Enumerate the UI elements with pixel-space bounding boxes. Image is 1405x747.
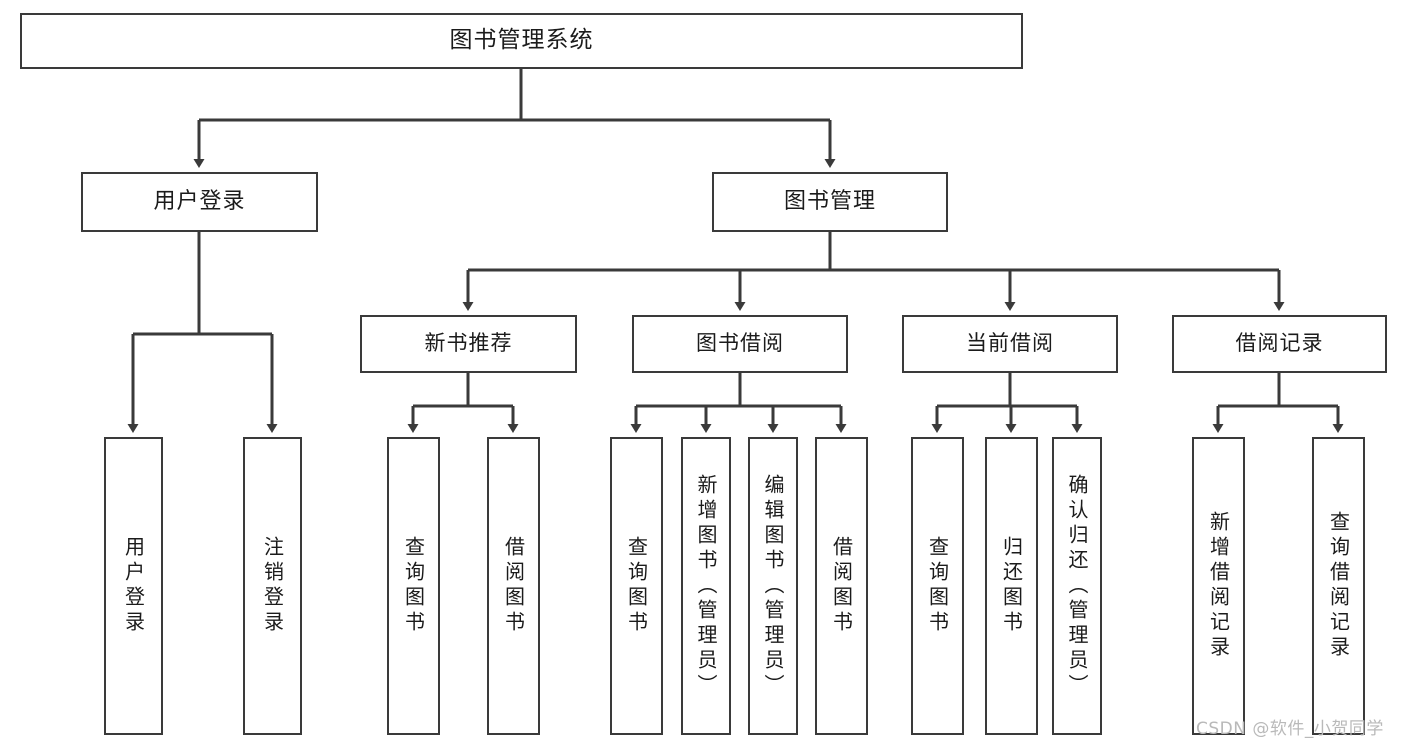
node-leaf-3[interactable]: 借阅图书 [487, 437, 540, 735]
node-label: 图书管理系统 [449, 27, 594, 54]
node-leaf-12[interactable]: 查询借阅记录 [1312, 437, 1365, 735]
node-label: 借阅图书 [501, 536, 526, 636]
node-label: 用户登录 [153, 188, 246, 214]
node-label: 归还图书 [999, 536, 1024, 636]
node-leaf-0[interactable]: 用户登录 [104, 437, 163, 735]
node-level1-1[interactable]: 图书管理 [712, 172, 948, 232]
node-level2-2[interactable]: 当前借阅 [902, 315, 1118, 373]
node-label: 借阅记录 [1235, 331, 1324, 356]
node-leaf-8[interactable]: 查询图书 [911, 437, 964, 735]
node-label: 当前借阅 [966, 331, 1054, 356]
node-root[interactable]: 图书管理系统 [20, 13, 1023, 69]
node-level2-3[interactable]: 借阅记录 [1172, 315, 1387, 373]
node-label: 新增图书（管理员） [694, 473, 718, 699]
node-label: 查询借阅记录 [1326, 511, 1351, 661]
node-label: 查询图书 [401, 536, 426, 636]
node-leaf-9[interactable]: 归还图书 [985, 437, 1038, 735]
node-leaf-7[interactable]: 借阅图书 [815, 437, 868, 735]
node-label: 新书推荐 [424, 331, 513, 356]
node-label: 图书借阅 [696, 331, 784, 356]
node-label: 查询图书 [925, 536, 950, 636]
node-label: 查询图书 [624, 536, 649, 636]
node-leaf-11[interactable]: 新增借阅记录 [1192, 437, 1245, 735]
node-leaf-1[interactable]: 注销登录 [243, 437, 302, 735]
node-label: 用户登录 [121, 536, 146, 636]
node-leaf-5[interactable]: 新增图书（管理员） [681, 437, 731, 735]
node-label: 确认归还（管理员） [1065, 473, 1089, 699]
node-level2-1[interactable]: 图书借阅 [632, 315, 848, 373]
node-label: 注销登录 [260, 536, 285, 636]
node-leaf-2[interactable]: 查询图书 [387, 437, 440, 735]
node-leaf-10[interactable]: 确认归还（管理员） [1052, 437, 1102, 735]
node-leaf-4[interactable]: 查询图书 [610, 437, 663, 735]
csdn-watermark: CSDN @软件_小贺同学 [1196, 719, 1384, 739]
node-level2-0[interactable]: 新书推荐 [360, 315, 577, 373]
node-label: 新增借阅记录 [1206, 511, 1231, 661]
node-label: 借阅图书 [829, 536, 854, 636]
node-label: 编辑图书（管理员） [761, 473, 785, 699]
node-label: 图书管理 [783, 188, 876, 214]
node-level1-0[interactable]: 用户登录 [81, 172, 318, 232]
node-leaf-6[interactable]: 编辑图书（管理员） [748, 437, 798, 735]
